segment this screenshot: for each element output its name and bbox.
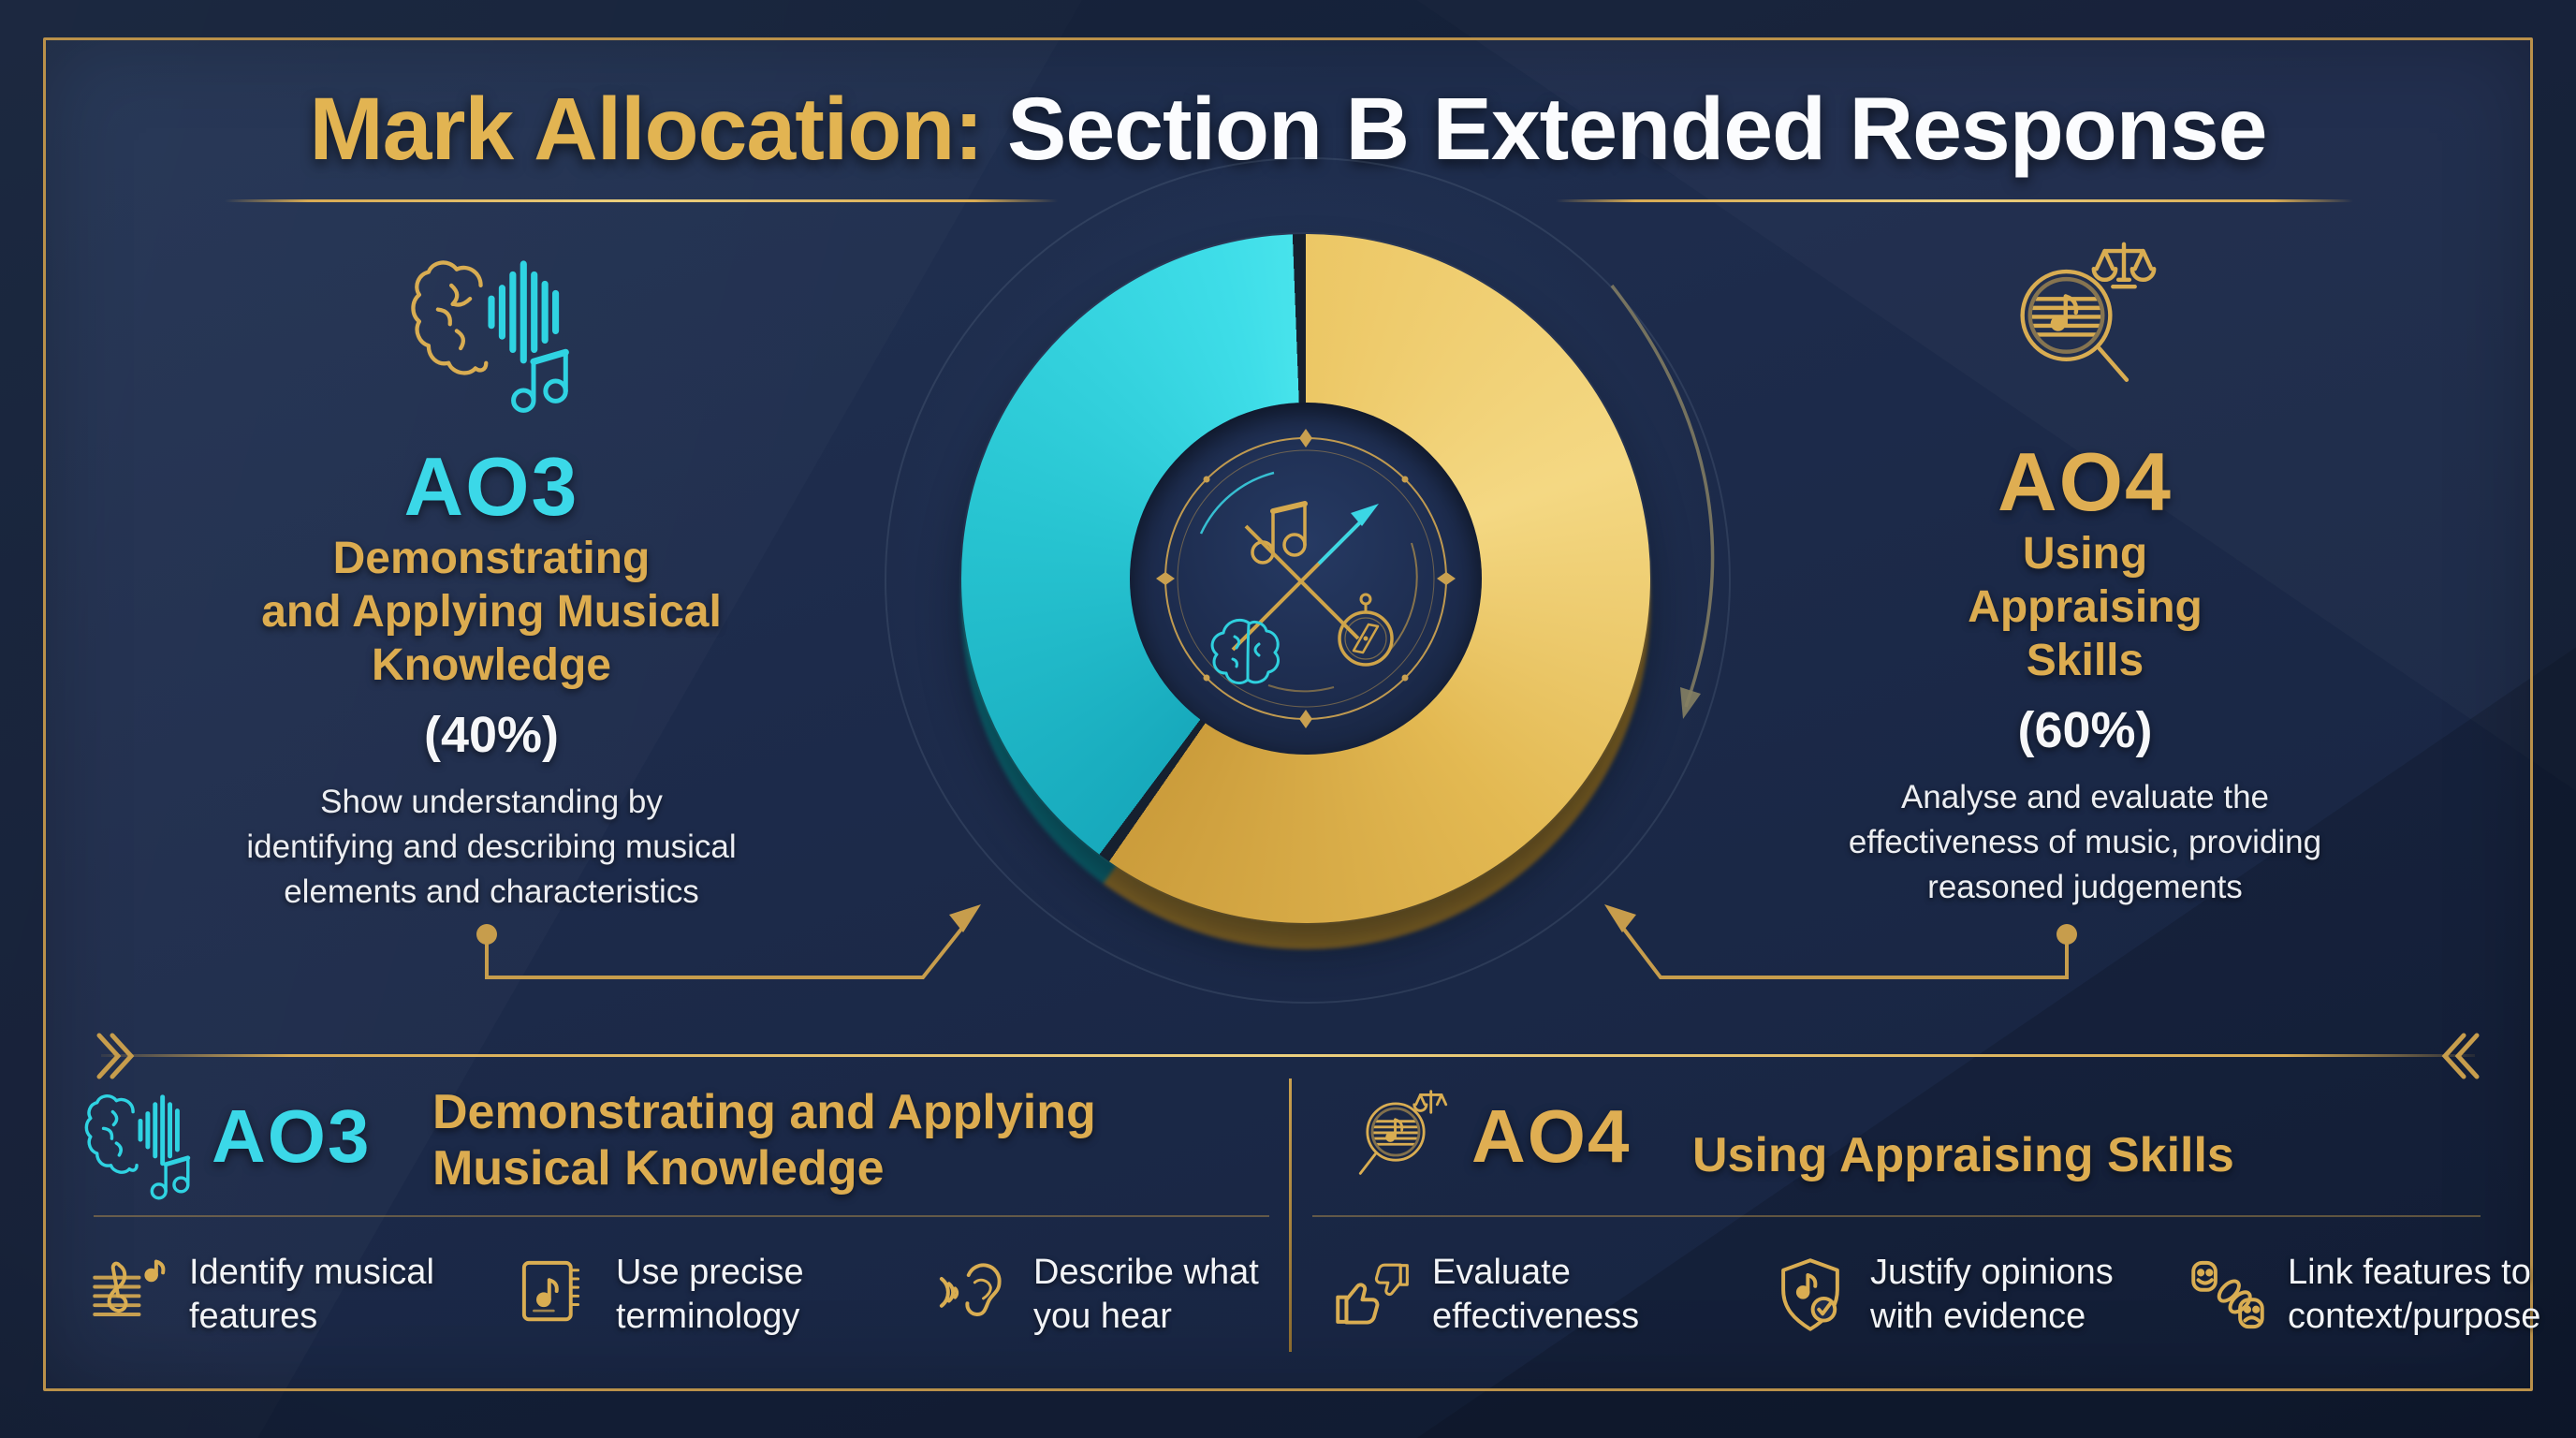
ao4-title-line: Skills: [2026, 636, 2144, 685]
listening-ear-icon: [939, 1263, 1002, 1316]
item-label: Use precise terminology: [616, 1251, 804, 1339]
title-divider-right: [1556, 199, 2353, 202]
ao4-code: AO4: [1998, 435, 2173, 528]
ao3-bottom-heading-line: Demonstrating and Applying: [432, 1085, 1096, 1139]
ao3-description-line: elements and characteristics: [284, 873, 699, 910]
shield-check-note-icon: [1781, 1258, 1839, 1331]
ao4-title: Using Appraising Skills: [1968, 527, 2203, 687]
ao4-panel: AO4 Using Appraising Skills (60%) Analys…: [1750, 236, 2420, 910]
ao4-description: Analyse and evaluate the effectiveness o…: [1849, 775, 2321, 910]
list-item: Use precise terminology: [517, 1251, 804, 1339]
page-title-suffix: Section B Extended Response: [1006, 80, 2268, 179]
ao4-description-line: effectiveness of music, providing: [1848, 824, 2322, 860]
ao3-percent: (40%): [423, 707, 560, 763]
item-label-line: terminology: [616, 1297, 800, 1336]
ao4-title-line: Appraising: [1968, 582, 2203, 632]
thumbs-up-down-icon: [1336, 1263, 1409, 1325]
ao3-bottom-heading: Demonstrating and Applying Musical Knowl…: [432, 1084, 1096, 1196]
item-label-line: Evaluate: [1432, 1253, 1571, 1292]
list-item: Justify opinions with evidence: [1771, 1251, 2114, 1339]
item-label-line: Justify opinions: [1870, 1253, 2114, 1292]
ao3-small-icon-wrap: [82, 1084, 198, 1218]
bottom-panel-divider: [101, 1054, 2475, 1057]
ao4-description-line: reasoned judgements: [1927, 869, 2243, 905]
item-label-line: features: [189, 1297, 318, 1336]
decorative-frame: [43, 37, 2533, 1391]
ao3-title-line: Knowledge: [371, 640, 611, 690]
terminology-book-icon: [521, 1260, 580, 1322]
list-item: Link features to context/purpose: [2188, 1251, 2540, 1339]
magnifier-score-scales-icon: [2019, 242, 2156, 382]
item-label-line: Describe what: [1033, 1253, 1259, 1292]
item-label-line: Link features to: [2288, 1253, 2531, 1292]
ao3-bottom-heading-line: Musical Knowledge: [432, 1141, 885, 1196]
ao3-bottom-code: AO3: [212, 1094, 372, 1178]
item-label: Describe what you hear: [1033, 1251, 1259, 1339]
item-label-line: effectiveness: [1432, 1297, 1640, 1336]
treble-clef-icon: [93, 1259, 166, 1316]
ao4-description-line: Analyse and evaluate the: [1900, 779, 2270, 815]
item-label: Evaluate effectiveness: [1432, 1251, 1639, 1339]
item-label-line: Use precise: [616, 1253, 804, 1292]
magnifier-score-scales-icon: [1358, 1090, 1448, 1175]
ao3-description-line: identifying and describing musical: [246, 829, 737, 865]
item-label-line: with evidence: [1870, 1297, 2086, 1336]
title-divider-left: [225, 199, 1058, 202]
item-label: Identify musical features: [189, 1251, 434, 1339]
item-label-line: context/purpose: [2288, 1297, 2541, 1336]
brain-soundwave-music-note-icon: [84, 1094, 191, 1200]
item-label: Link features to context/purpose: [2288, 1251, 2540, 1339]
ao3-description-line: Show understanding by: [320, 784, 663, 820]
bottom-left-subdivider: [94, 1215, 1269, 1217]
ao3-panel: AO3 Demonstrating and Applying Musical K…: [150, 245, 833, 915]
bottom-vertical-divider: [1289, 1078, 1292, 1352]
list-item: Identify musical features: [90, 1251, 434, 1339]
ao4-small-icon-wrap: [1340, 1086, 1451, 1214]
ao4-bottom-code: AO4: [1471, 1094, 1632, 1178]
ao4-bottom-heading: Using Appraising Skills: [1692, 1127, 2234, 1183]
brain-soundwave-music-note-icon: [411, 260, 569, 413]
masks-chain-icon: [2191, 1260, 2264, 1329]
page-title: Mark Allocation:Section B Extended Respo…: [0, 79, 2576, 181]
item-label-line: you hear: [1033, 1297, 1172, 1336]
ao3-title-line: and Applying Musical: [261, 587, 722, 637]
list-item: Evaluate effectiveness: [1333, 1251, 1639, 1339]
item-label-line: Identify musical: [189, 1253, 434, 1292]
ao3-title: Demonstrating and Applying Musical Knowl…: [261, 532, 722, 692]
ao3-code: AO3: [403, 440, 579, 533]
bottom-right-subdivider: [1312, 1215, 2481, 1217]
donut-hole: [1130, 403, 1482, 755]
item-label: Justify opinions with evidence: [1870, 1251, 2114, 1339]
page-title-prefix: Mark Allocation:: [309, 80, 983, 179]
ao3-title-line: Demonstrating: [332, 534, 651, 583]
ao4-bottom-heading-line: Using Appraising Skills: [1692, 1128, 2234, 1182]
donut-outer-ring: [885, 157, 1731, 1004]
list-item: Describe what you hear: [934, 1251, 1259, 1339]
ao4-percent: (60%): [2017, 702, 2153, 758]
ao4-title-line: Using: [2022, 529, 2148, 579]
ao3-description: Show understanding by identifying and de…: [246, 780, 736, 915]
